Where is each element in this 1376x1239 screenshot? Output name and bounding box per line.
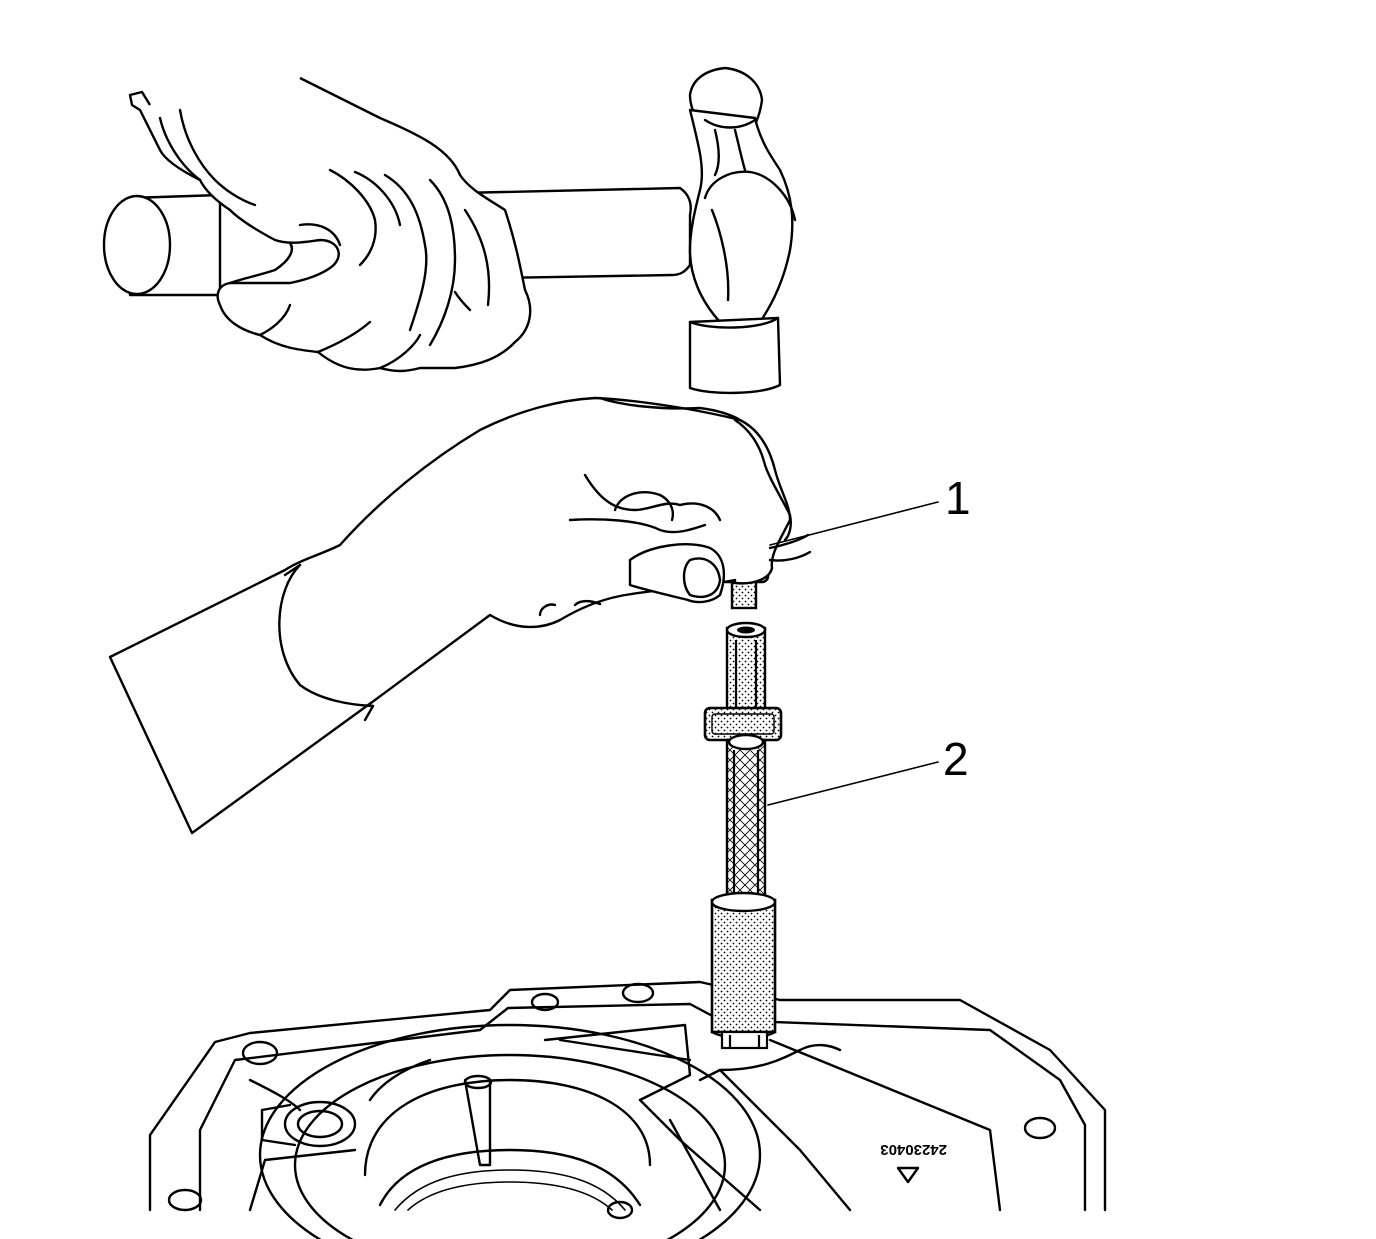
- hand-icon: [128, 76, 532, 373]
- callout-2-leader: [767, 761, 939, 806]
- callout-1: 1: [769, 472, 971, 546]
- housing-stamp: 24230403: [880, 1141, 947, 1158]
- svg-text:24230403: 24230403: [880, 1141, 947, 1158]
- callout-2: 2: [767, 733, 969, 806]
- callout-1-leader: [769, 501, 939, 546]
- callout-1-number: 1: [945, 472, 971, 524]
- tool-icon: [703, 621, 783, 1050]
- housing-icon: 24230403: [148, 980, 1107, 1239]
- hand-icon: [108, 396, 812, 835]
- hammer-icon: [102, 66, 797, 395]
- callout-2-number: 2: [943, 733, 969, 785]
